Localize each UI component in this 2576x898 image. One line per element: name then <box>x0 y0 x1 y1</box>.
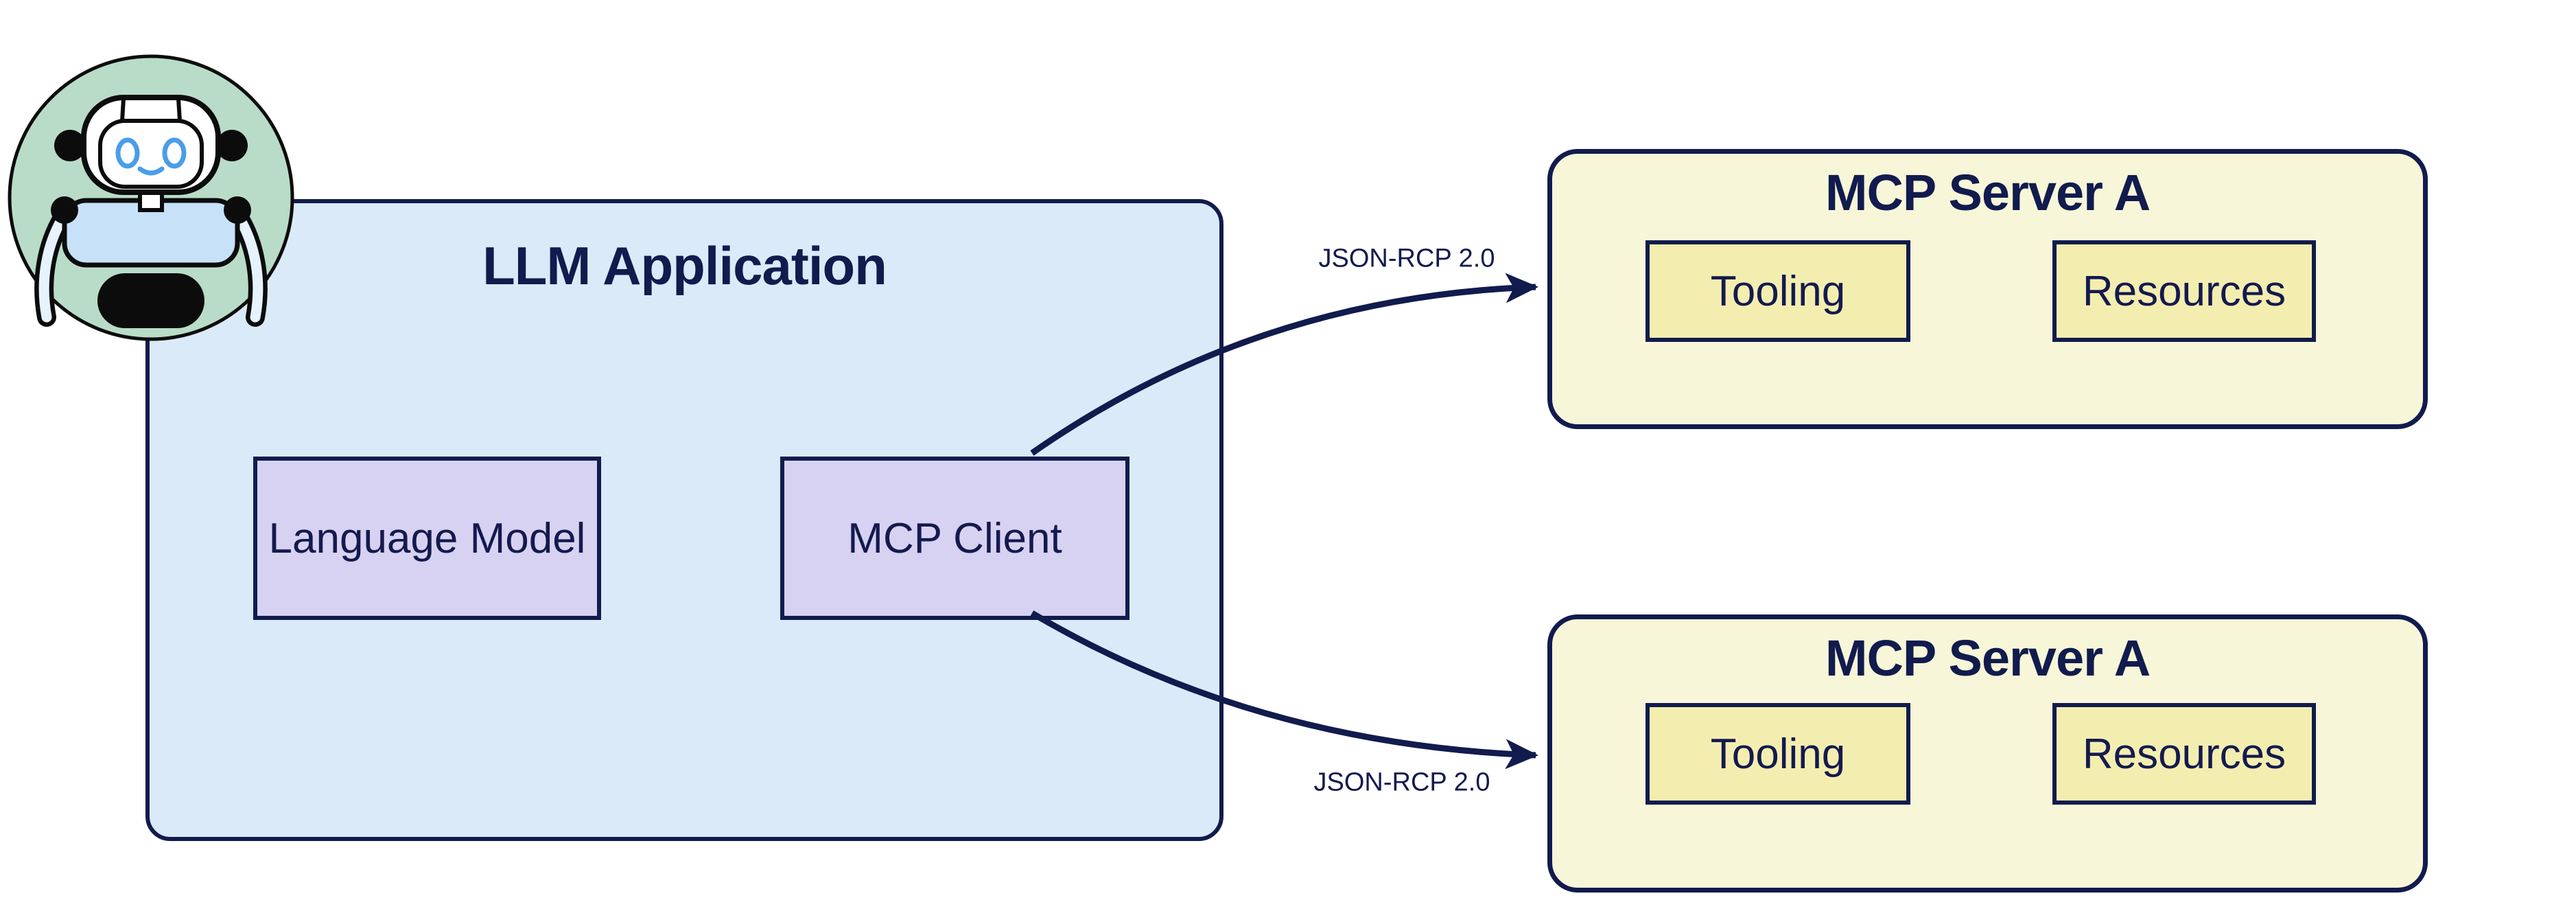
server-bottom-tooling-box: Tooling <box>1646 703 1910 805</box>
server-bottom-resources-label: Resources <box>2082 730 2286 778</box>
server-bottom-tooling-label: Tooling <box>1710 730 1846 778</box>
mcp-server-bottom-box: MCP Server A Tooling Resources <box>1547 614 2428 893</box>
server-top-resources-label: Resources <box>2082 267 2286 315</box>
server-bottom-resources-box: Resources <box>2052 703 2316 805</box>
robot-icon <box>8 54 294 341</box>
llm-application-box: LLM Application Language Model MCP Clien… <box>145 199 1223 841</box>
language-model-label: Language Model <box>268 514 586 562</box>
server-top-resources-box: Resources <box>2052 240 2316 342</box>
server-top-tooling-label: Tooling <box>1710 267 1846 315</box>
connection-label-top: JSON-RCP 2.0 <box>1318 244 1495 273</box>
mcp-server-top-title: MCP Server A <box>1825 164 2151 221</box>
connection-label-bottom: JSON-RCP 2.0 <box>1313 768 1490 797</box>
llm-application-title: LLM Application <box>482 235 887 296</box>
mcp-server-top-box: MCP Server A Tooling Resources <box>1547 149 2428 429</box>
server-top-tooling-box: Tooling <box>1646 240 1910 342</box>
mcp-server-bottom-title: MCP Server A <box>1825 630 2151 687</box>
language-model-box: Language Model <box>253 457 601 620</box>
mcp-client-label: MCP Client <box>847 514 1062 562</box>
mcp-client-box: MCP Client <box>780 457 1129 620</box>
